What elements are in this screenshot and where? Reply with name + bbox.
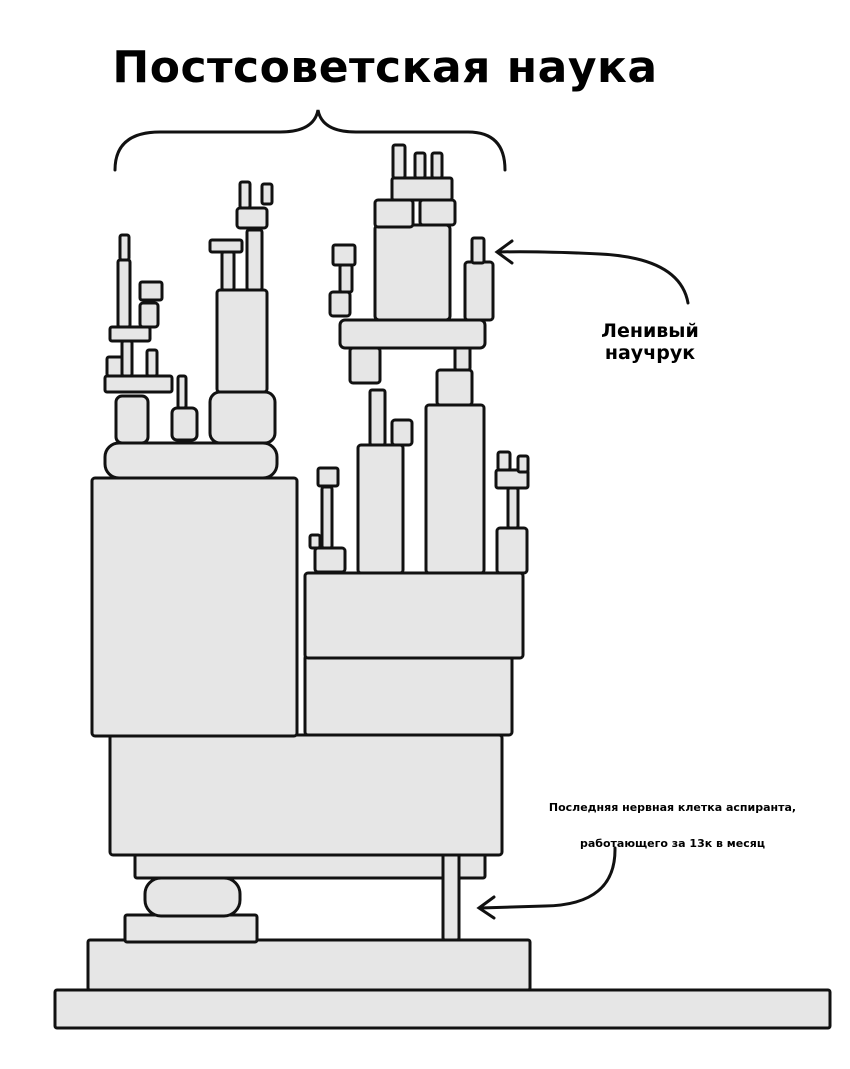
block	[138, 301, 160, 329]
block	[506, 486, 520, 530]
block	[338, 263, 354, 294]
block	[430, 151, 444, 180]
block	[303, 653, 514, 737]
block	[320, 485, 334, 550]
block	[103, 374, 174, 394]
block	[494, 468, 530, 490]
block	[373, 223, 452, 322]
block	[176, 374, 188, 410]
block	[308, 533, 322, 550]
label-line: Последняя нервная клетка аспиранта,	[548, 801, 797, 814]
block	[441, 850, 461, 942]
block	[348, 346, 382, 385]
block	[235, 206, 269, 230]
block	[116, 258, 132, 329]
block	[103, 441, 279, 480]
block	[53, 988, 832, 1030]
label-line: Ленивый	[601, 320, 699, 342]
block	[120, 339, 134, 378]
block	[356, 443, 405, 575]
block	[313, 546, 347, 574]
block	[418, 198, 457, 227]
block	[303, 571, 525, 660]
block	[328, 290, 352, 318]
arrow-last-nerve	[476, 846, 617, 920]
block	[338, 318, 487, 350]
block	[245, 228, 264, 292]
label-line: научрук	[604, 342, 696, 364]
block	[215, 288, 269, 394]
block	[391, 143, 407, 180]
block	[108, 733, 504, 857]
block	[424, 403, 486, 575]
block	[118, 233, 131, 262]
block	[390, 418, 414, 447]
block	[90, 476, 299, 738]
block	[495, 526, 529, 575]
arrow-lazy-advisor	[494, 239, 690, 305]
block	[390, 176, 454, 202]
label-last-nerve: Последняя нервная клетка аспиранта, рабо…	[500, 790, 845, 862]
block	[435, 368, 474, 407]
block	[516, 454, 530, 474]
block	[170, 406, 199, 442]
label-line: работающего за 13к в месяц	[579, 837, 765, 850]
block	[413, 151, 427, 180]
block	[470, 236, 486, 265]
page-title: Постсоветская наука	[112, 42, 658, 93]
block	[108, 325, 152, 343]
block	[331, 243, 357, 267]
block	[373, 198, 415, 229]
block	[208, 238, 244, 254]
block	[316, 466, 340, 488]
block	[143, 876, 242, 918]
block	[368, 388, 387, 447]
block	[463, 260, 495, 322]
blocks	[53, 143, 832, 1030]
brace	[113, 109, 507, 172]
block	[123, 913, 259, 944]
block	[208, 390, 277, 445]
block	[238, 180, 252, 210]
label-lazy-advisor: Ленивый научрук	[585, 320, 715, 364]
block	[496, 450, 512, 472]
block	[138, 280, 164, 302]
block	[220, 250, 236, 292]
block	[86, 938, 532, 992]
block	[260, 182, 274, 206]
block	[145, 348, 159, 378]
block	[114, 394, 150, 445]
